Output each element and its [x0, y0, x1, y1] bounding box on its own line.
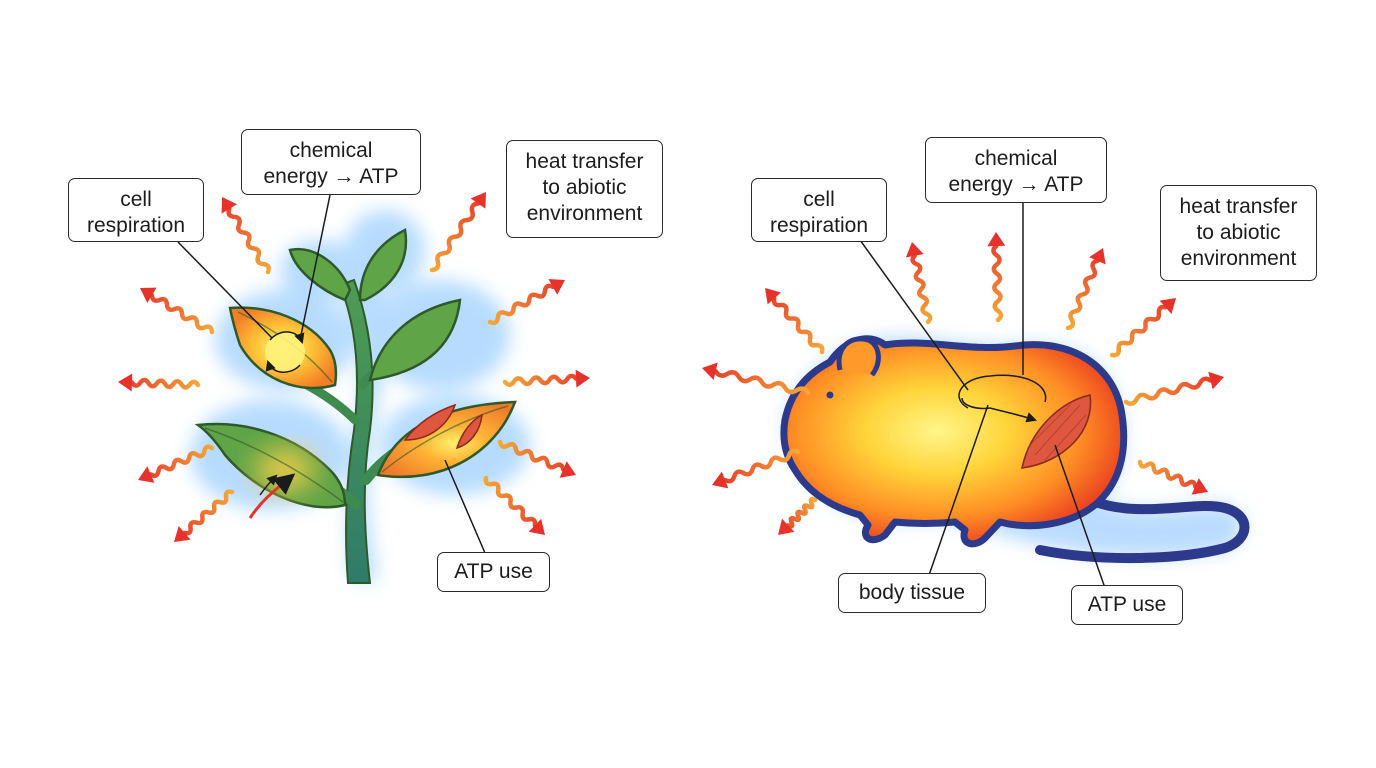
mouse-cell-respiration-label: cell respiration — [751, 178, 887, 242]
heat-arrow — [991, 243, 1004, 323]
plant-leader-lines — [177, 194, 489, 561]
heat-arrow-head — [138, 466, 155, 483]
mouse-leader-body-tissue — [927, 404, 989, 579]
heat-arrow — [483, 475, 538, 528]
heat-arrow-head — [470, 192, 486, 209]
heat-arrow — [226, 206, 271, 275]
mouse-illustration — [780, 335, 1250, 564]
heat-arrow-head — [221, 197, 237, 214]
heat-arrow — [1109, 304, 1168, 358]
heat-arrow — [487, 283, 556, 326]
mouse-leader-cell-respiration — [859, 239, 969, 391]
heat-arrow — [182, 489, 235, 536]
heat-arrow-head — [765, 288, 781, 305]
heat-arrow-head — [702, 362, 718, 380]
heat-arrow — [771, 296, 825, 355]
heat-arrow — [129, 377, 201, 390]
heat-arrow — [148, 444, 215, 479]
heat-arrow-head — [528, 518, 545, 535]
heat-arrow — [497, 439, 566, 472]
heat-arrow-head — [548, 279, 565, 295]
plant-illustration — [190, 210, 530, 584]
heat-arrow-head — [1191, 478, 1208, 495]
plant-leader-chemical-energy — [299, 194, 331, 341]
heat-arrow — [429, 201, 481, 273]
heat-arrow — [1137, 459, 1198, 489]
heat-arrow-head — [118, 373, 133, 392]
plant-leader-cell-respiration — [177, 241, 273, 339]
heat-arrow — [722, 448, 801, 484]
heat-arrow-head — [778, 518, 795, 535]
plant-atp-use-label: ATP use — [437, 552, 550, 592]
mouse-heat-transfer-label: heat transfer to abiotic environment — [1160, 185, 1317, 281]
heat-arrow-head — [1208, 371, 1224, 390]
heat-arrow-head — [712, 471, 729, 489]
heat-arrow-head — [1089, 248, 1106, 265]
heat-arrow-head — [559, 461, 576, 478]
plant-chemical-energy-label: chemical energy → ATP — [241, 129, 421, 195]
mouse-chemical-energy-label: chemical energy → ATP — [925, 137, 1107, 203]
heat-arrow — [1065, 258, 1100, 331]
heat-arrow-head — [905, 242, 924, 258]
plant-cell-respiration-label: cell respiration — [68, 178, 204, 242]
heat-arrow — [713, 368, 811, 396]
mouse-leader-lines — [859, 200, 1106, 589]
plant-heat-transfer-label: heat transfer to abiotic environment — [506, 140, 663, 238]
mouse-atp-use-label: ATP use — [1071, 585, 1183, 625]
heat-arrow-head — [140, 287, 157, 303]
mouse-body-tissue-label: body tissue — [838, 573, 986, 613]
heat-arrow — [910, 253, 933, 325]
heat-arrow — [149, 293, 215, 335]
heat-arrow-head — [987, 232, 1006, 247]
heat-arrow — [1123, 376, 1213, 406]
heat-arrow-head — [174, 526, 191, 542]
heat-arrow — [502, 373, 579, 388]
heat-arrow — [785, 496, 818, 529]
heat-arrow-head — [1159, 298, 1176, 314]
heat-arrows — [118, 192, 1224, 542]
heat-arrow-head — [575, 369, 590, 388]
mouse-leader-atp-use — [1054, 444, 1106, 589]
plant-leader-atp-use — [444, 459, 489, 561]
